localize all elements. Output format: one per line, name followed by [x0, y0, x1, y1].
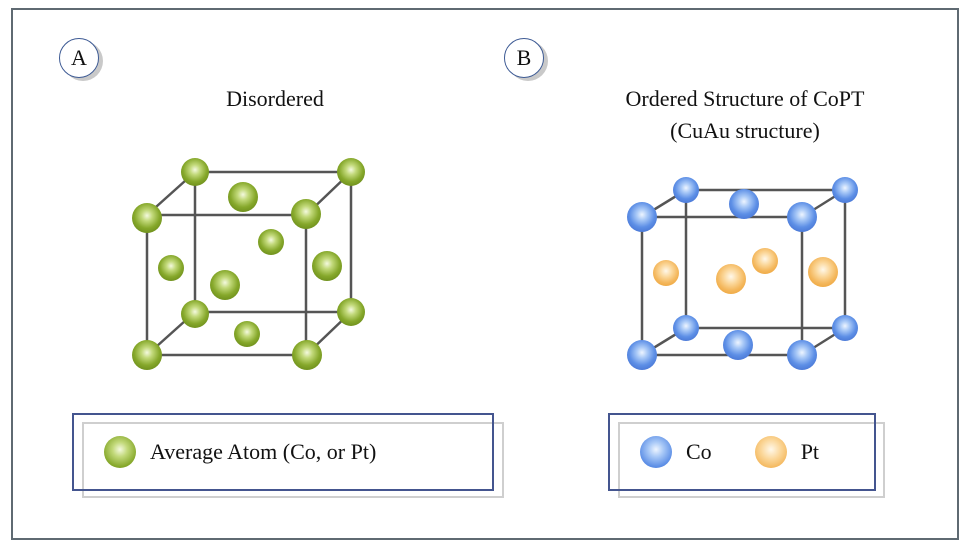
cube-a-atoms — [132, 158, 365, 370]
legend-b-shadow — [618, 422, 885, 498]
pt-swatch-icon — [754, 436, 787, 468]
atom-average — [181, 300, 209, 328]
panel-a-badge: A — [59, 38, 99, 78]
atom-co — [787, 340, 817, 370]
cube-b-atoms — [627, 177, 858, 370]
atom-pt — [716, 264, 746, 294]
atom-average — [132, 203, 162, 233]
atom-pt — [752, 248, 778, 274]
panel-b-title-line1: Ordered Structure of CoPT — [625, 86, 865, 111]
panel-a-title: Disordered — [226, 86, 324, 111]
legend-b: Co Pt — [608, 413, 876, 491]
atom-co — [787, 202, 817, 232]
atom-average — [337, 298, 365, 326]
panel-b-badge: B — [504, 38, 544, 78]
atom-average — [210, 270, 240, 300]
legend-a-shadow — [82, 422, 504, 498]
atom-average — [312, 251, 342, 281]
atom-average — [181, 158, 209, 186]
legend-a-label: Average Atom (Co, or Pt) — [150, 439, 377, 464]
atom-average — [132, 340, 162, 370]
atom-average — [228, 182, 258, 212]
atom-average — [292, 340, 322, 370]
average-atom-swatch-icon — [104, 436, 136, 468]
atom-average — [158, 255, 184, 281]
atom-average — [291, 199, 321, 229]
atom-co — [673, 315, 699, 341]
legend-pt-label: Pt — [800, 439, 820, 464]
atom-co — [729, 189, 759, 219]
atom-co — [673, 177, 699, 203]
atom-co — [723, 330, 753, 360]
atom-co — [627, 202, 657, 232]
atom-co — [832, 315, 858, 341]
co-swatch-icon — [640, 436, 672, 468]
atom-co — [832, 177, 858, 203]
atom-co — [627, 340, 657, 370]
atom-average — [258, 229, 284, 255]
legend-co-label: Co — [686, 439, 712, 464]
atom-pt — [808, 257, 838, 287]
legend-a: Average Atom (Co, or Pt) — [72, 413, 494, 491]
figure-frame — [11, 8, 959, 540]
panel-b-title-line2: (CuAu structure) — [670, 118, 820, 143]
atom-average — [234, 321, 260, 347]
atom-pt — [653, 260, 679, 286]
atom-average — [337, 158, 365, 186]
